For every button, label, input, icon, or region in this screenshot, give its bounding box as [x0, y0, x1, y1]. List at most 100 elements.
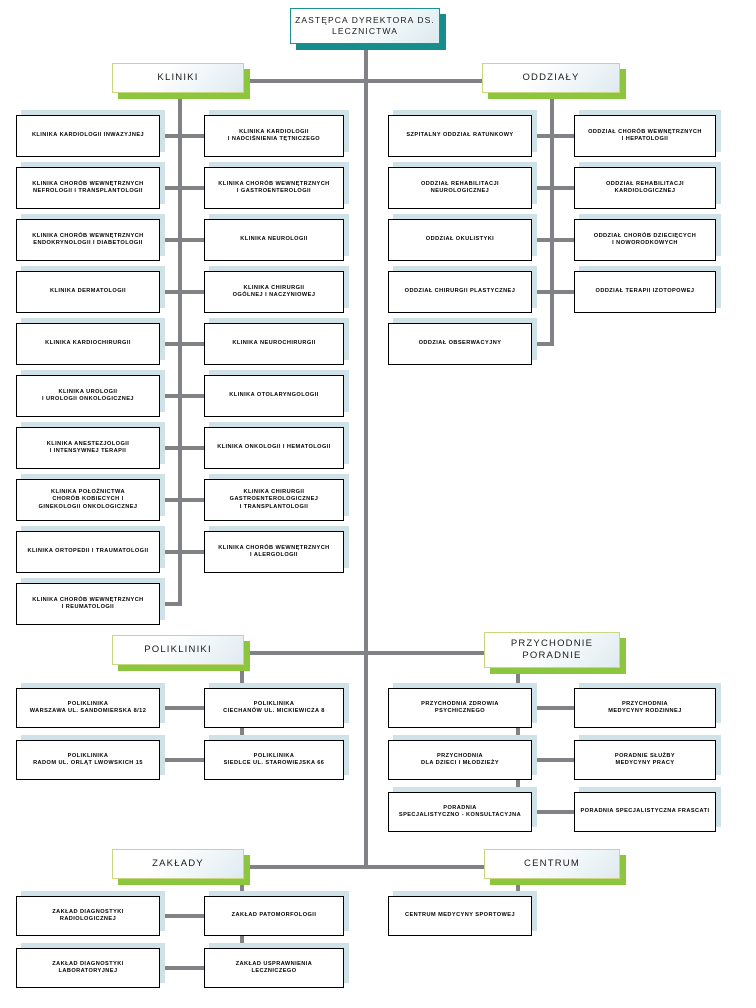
connector-stub [160, 342, 182, 346]
node-label: ODDZIAŁ REHABILITACJI NEUROLOGICZNEJ [420, 180, 500, 195]
connector-stub [160, 966, 244, 970]
node-przychodnie-right-2[interactable]: PORADNIA SPECJALISTYCZNA FRASCATI [574, 792, 716, 832]
node-label: KLINIKA KARDIOCHIRURGII [45, 340, 131, 347]
connector-stub [160, 758, 244, 762]
connector-root-bar [180, 79, 550, 83]
connector-przychodnie-bar [366, 651, 550, 655]
header-zaklady-label: ZAKŁADY [152, 858, 204, 869]
connector-stub [532, 290, 554, 294]
node-oddzialy-left-1[interactable]: ODDZIAŁ REHABILITACJI NEUROLOGICZNEJ [388, 167, 532, 209]
node-label: KLINIKA ORTOPEDII I TRAUMATOLOGII [27, 548, 149, 555]
header-przychodnie-poradnie[interactable]: PRZYCHODNIE PORADNIE [484, 632, 620, 668]
node-label: KLINIKA ONKOLOGII I HEMATOLOGII [217, 444, 331, 451]
connector-stub [178, 238, 204, 242]
connector-stub [160, 134, 182, 138]
header-zaklady[interactable]: ZAKŁADY [112, 849, 244, 879]
node-zastepca-dyrektora[interactable]: ZASTĘPCA DYREKTORA DS. LECZNICTWA [290, 8, 440, 44]
header-kliniki[interactable]: KLINIKI [112, 63, 244, 93]
node-kliniki-right-5[interactable]: KLINIKA OTOLARYNGOLOGII [204, 375, 344, 417]
node-oddzialy-right-3[interactable]: ODDZIAŁ TERAPII IZOTOPOWEJ [574, 271, 716, 313]
connector-stub [178, 446, 204, 450]
node-oddzialy-left-2[interactable]: ODDZIAŁ OKULISTYKI [388, 219, 532, 261]
node-kliniki-left-8[interactable]: KLINIKA ORTOPEDII I TRAUMATOLOGII [16, 531, 160, 573]
node-centrum-left-0[interactable]: CENTRUM MEDYCYNY SPORTOWEJ [388, 896, 532, 936]
connector-stub [532, 186, 554, 190]
connector-stub [160, 186, 182, 190]
node-oddzialy-left-3[interactable]: ODDZIAŁ CHIRURGII PLASTYCZNEJ [388, 271, 532, 313]
node-label: ZAKŁAD PATOMORFOLOGII [231, 912, 317, 919]
connector-stub [178, 134, 204, 138]
node-oddzialy-left-4[interactable]: ODDZIAŁ OBSERWACYJNY [388, 323, 532, 365]
node-kliniki-left-0[interactable]: KLINIKA KARDIOLOGII INWAZYJNEJ [16, 115, 160, 157]
node-zaklady-right-0[interactable]: ZAKŁAD PATOMORFOLOGII [204, 896, 344, 936]
connector-stub [178, 290, 204, 294]
connector-stub [160, 602, 182, 606]
connector-stub [178, 550, 204, 554]
connector-stub [550, 290, 574, 294]
node-kliniki-right-4[interactable]: KLINIKA NEUROCHIRURGII [204, 323, 344, 365]
connector-polikliniki-bar [180, 651, 366, 655]
node-label: PORADNIA SPECJALISTYCZNA FRASCATI [580, 808, 710, 815]
connector-kliniki-trunk [178, 96, 182, 606]
connector-zaklady-bar [180, 865, 366, 869]
connector-stub [550, 238, 574, 242]
connector-stub [532, 134, 554, 138]
header-oddzialy[interactable]: ODDZIAŁY [482, 63, 620, 93]
node-kliniki-left-4[interactable]: KLINIKA KARDIOCHIRURGII [16, 323, 160, 365]
connector-stub [178, 342, 204, 346]
header-centrum[interactable]: CENTRUM [484, 849, 620, 879]
node-kliniki-left-3[interactable]: KLINIKA DERMATOLOGII [16, 271, 160, 313]
connector-stub [516, 706, 574, 710]
node-kliniki-right-2[interactable]: KLINIKA NEUROLOGII [204, 219, 344, 261]
connector-stub [160, 914, 244, 918]
node-label: ODDZIAŁ OKULISTYKI [425, 236, 495, 243]
connector-oddzialy-trunk [550, 96, 554, 346]
node-oddzialy-left-0[interactable]: SZPITALNY ODDZIAŁ RATUNKOWY [388, 115, 532, 157]
header-przychodnie-line-1: PRZYCHODNIE [510, 638, 594, 649]
node-label: CENTRUM MEDYCYNY SPORTOWEJ [404, 912, 516, 919]
root-line-2: DS. LECZNICTWA [332, 15, 435, 36]
connector-stub [516, 810, 574, 814]
node-kliniki-right-6[interactable]: KLINIKA ONKOLOGII I HEMATOLOGII [204, 427, 344, 469]
header-polikliniki[interactable]: POLIKLINIKI [112, 635, 244, 665]
